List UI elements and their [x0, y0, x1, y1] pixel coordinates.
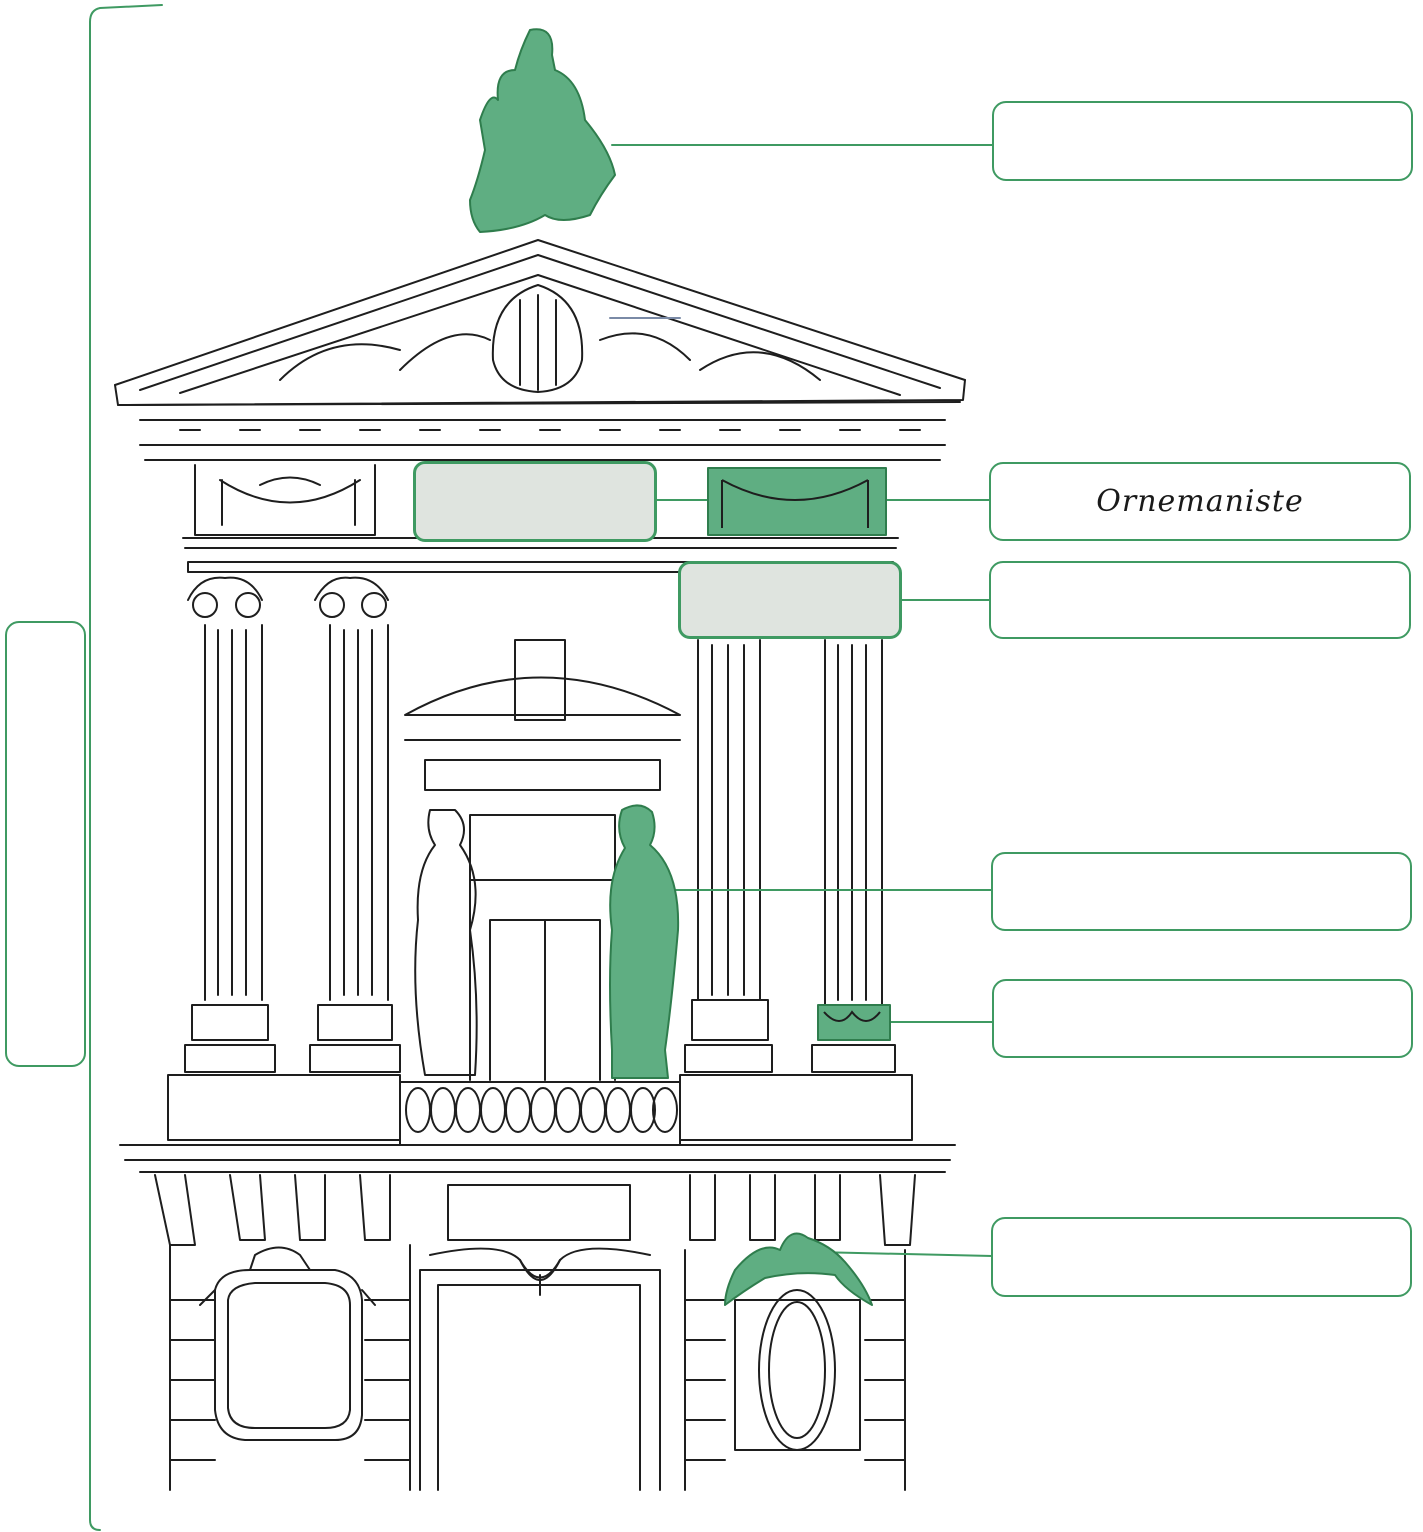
lower-cornice	[120, 1145, 955, 1245]
column-1	[185, 578, 275, 1072]
label-frieze-right[interactable]: Ornemaniste	[989, 462, 1411, 541]
label-frieze-center[interactable]	[413, 461, 657, 542]
leader-cartouche	[815, 1252, 992, 1256]
column-3	[685, 640, 772, 1072]
label-statue-top[interactable]	[992, 101, 1413, 181]
label-column-band[interactable]	[992, 979, 1413, 1058]
cartouche-highlight	[725, 1234, 872, 1305]
label-cartouche[interactable]	[991, 1217, 1412, 1297]
column-band-highlight	[818, 1005, 890, 1040]
label-capital-right[interactable]	[989, 561, 1411, 639]
frieze-garland-highlight	[708, 468, 886, 535]
ground-floor	[170, 1245, 905, 1490]
statue-top-highlight	[470, 29, 615, 232]
label-capital-box[interactable]	[678, 561, 902, 639]
pediment	[115, 240, 965, 460]
caryatid-highlight	[610, 805, 678, 1078]
caryatid-left	[415, 810, 476, 1075]
label-caryatid[interactable]	[991, 852, 1412, 931]
column-2	[310, 578, 400, 1072]
balustrade	[168, 1075, 912, 1145]
label-facade-bracket[interactable]	[5, 621, 86, 1067]
facade-bracket	[90, 5, 162, 1530]
